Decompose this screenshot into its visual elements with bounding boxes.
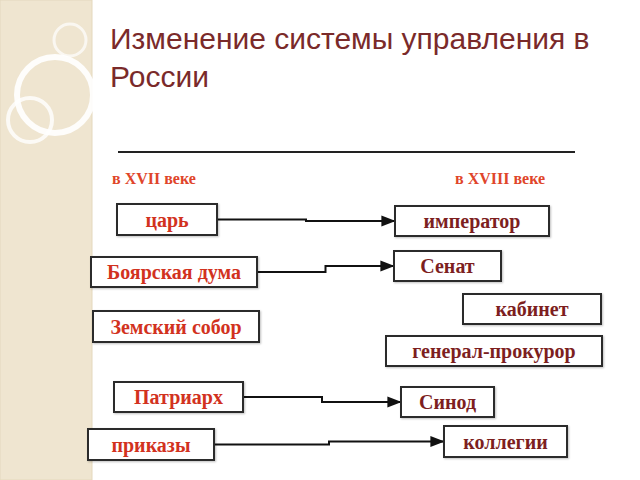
box-label: Земский собор [110, 315, 241, 339]
process-box: царь [116, 203, 218, 236]
process-box: генерал-прокурор [385, 335, 603, 367]
divider-line [118, 151, 575, 153]
box-label: кабинет [496, 297, 569, 321]
deco-circle [17, 57, 93, 133]
box-label: генерал-прокурор [412, 339, 575, 363]
arrow-connector [258, 266, 393, 272]
box-label: Сенат [420, 254, 474, 278]
box-label: Синод [419, 390, 476, 414]
side-stripe [0, 0, 92, 480]
box-label: царь [145, 208, 188, 232]
slide-title: Изменение системы управления в России [110, 20, 600, 96]
arrow-connector [218, 220, 394, 222]
process-box: Синод [400, 386, 495, 418]
box-label: коллегии [463, 430, 547, 454]
box-label: Патриарх [134, 385, 223, 409]
arrow-connector [215, 442, 443, 445]
box-label: император [424, 209, 521, 233]
box-label: Боярская дума [107, 260, 241, 284]
process-box: коллегии [443, 425, 568, 458]
deco-circle [54, 24, 86, 56]
process-box: кабинет [462, 293, 602, 325]
arrow-connector [244, 397, 400, 402]
process-box: Боярская дума [90, 256, 258, 288]
column-header: в XVIII веке [455, 170, 545, 188]
process-box: приказы [87, 428, 215, 461]
process-box: Патриарх [113, 381, 244, 413]
deco-circle [8, 98, 52, 142]
process-box: император [394, 205, 550, 237]
process-box: Земский собор [92, 310, 260, 343]
box-label: приказы [111, 433, 190, 457]
process-box: Сенат [393, 250, 502, 282]
column-header: в XVII веке [112, 170, 196, 188]
side-stripe-edge [0, 0, 92, 480]
